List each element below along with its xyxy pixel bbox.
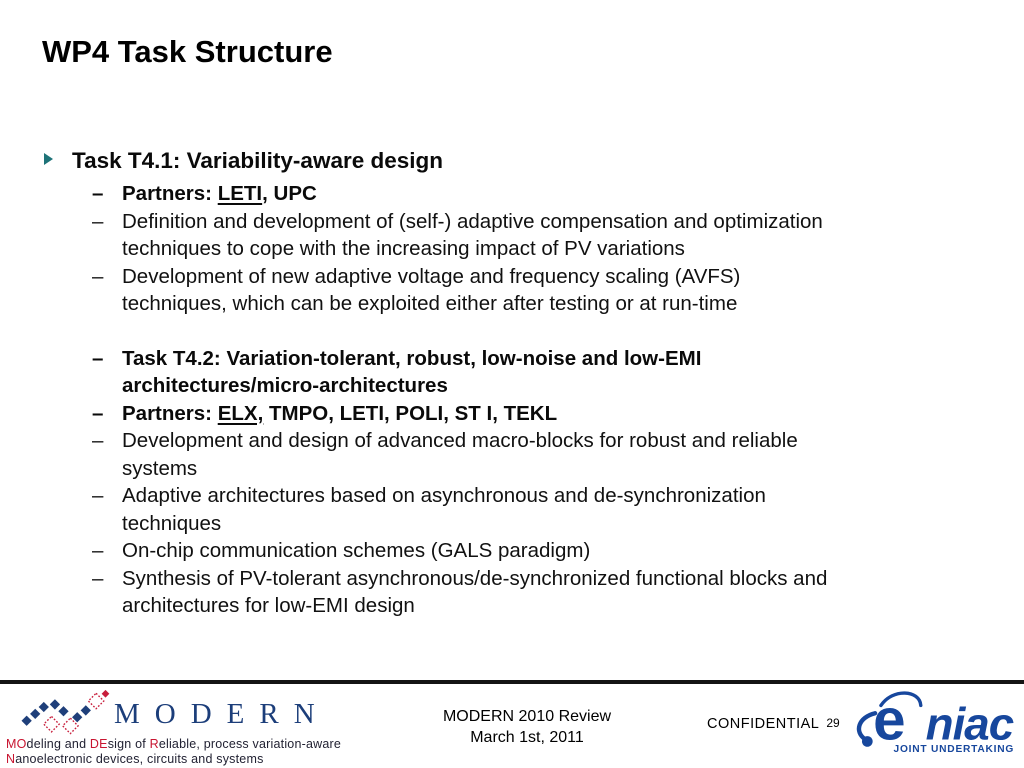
modern-tagline: MOdeling and DEsign of Reliable, process…	[6, 737, 341, 766]
t41-partners-row: – Partners: LETI, UPC	[92, 180, 982, 208]
task-t42-heading-row: – Task T4.2: Variation-tolerant, robust,…	[92, 345, 982, 400]
dash-bullet: –	[92, 429, 104, 452]
bullet-item: – Synthesis of PV-tolerant asynchronous/…	[92, 566, 828, 618]
modern-logo-diamonds-icon	[21, 689, 110, 735]
bullet-item: – On-chip communication schemes (GALS pa…	[92, 537, 982, 565]
bullet-item: – Development of new adaptive voltage an…	[92, 264, 741, 316]
task-t41-heading: Task T4.1: Variability-aware design	[72, 148, 443, 173]
t41-partners-text: Partners: LETI, UPC	[122, 182, 317, 205]
bullet-item: – Definition and development of (self-) …	[92, 209, 823, 261]
page-number: 29	[826, 716, 840, 730]
dash-bullet: –	[92, 209, 104, 233]
confidential-label: CONFIDENTIAL	[707, 716, 820, 732]
dash-bullet: –	[92, 401, 104, 425]
bullet-item: – Development and design of advanced mac…	[92, 429, 798, 480]
dash-bullet: –	[92, 346, 104, 370]
modern-wordmark: MODERN	[114, 698, 330, 730]
dash-bullet: –	[92, 566, 104, 590]
slide-body: Task T4.1: Variability-aware design – Pa…	[42, 146, 982, 620]
eniac-orbit-swoosh	[879, 691, 923, 708]
dash-bullet: –	[92, 182, 104, 205]
eniac-tail-swoosh	[856, 711, 878, 742]
review-title: MODERN 2010 Review	[442, 708, 612, 725]
dash-bullet: –	[92, 539, 104, 562]
footer-separator-line	[0, 680, 1024, 684]
bullet-item: – Adaptive architectures based on asynch…	[92, 484, 766, 535]
t42-partners-row: – Partners: ELX, TMPO, LETI, POLI, ST I,…	[92, 400, 982, 428]
eniac-name-text: niac	[926, 698, 1014, 749]
slide-title: WP4 Task Structure	[42, 34, 333, 69]
review-date: March 1st, 2011	[470, 729, 584, 746]
partner-elx-underlined: ELX,	[217, 401, 264, 425]
eniac-subtitle: JOINT UNDERTAKING	[894, 744, 1015, 755]
task-t41-heading-row: Task T4.1: Variability-aware design	[42, 146, 982, 176]
triangle-bullet-icon	[44, 153, 53, 165]
review-footer-text: MODERN 2010 Review March 1st, 2011	[387, 706, 667, 748]
modern-tagline-line1: MOdeling and DEsign of Reliable, process…	[6, 737, 342, 751]
t42-partners-text: Partners: ELX, TMPO, LETI, POLI, ST I, T…	[122, 401, 558, 425]
dash-bullet: –	[92, 484, 104, 507]
task-t41-sublist: – Partners: LETI, UPC – Definition and d…	[92, 180, 982, 620]
partner-leti-underlined: LETI	[217, 182, 263, 205]
eniac-tail-dot	[861, 736, 873, 747]
eniac-logo: e niac JOINT UNDERTAKING	[856, 687, 1015, 755]
confidential-block: CONFIDENTIAL 29	[707, 716, 840, 732]
dash-bullet: –	[92, 264, 104, 288]
modern-tagline-line2: Nanoelectronic devices, circuits and sys…	[6, 751, 264, 766]
task-t42-heading: Task T4.2: Variation-tolerant, robust, l…	[122, 346, 702, 398]
